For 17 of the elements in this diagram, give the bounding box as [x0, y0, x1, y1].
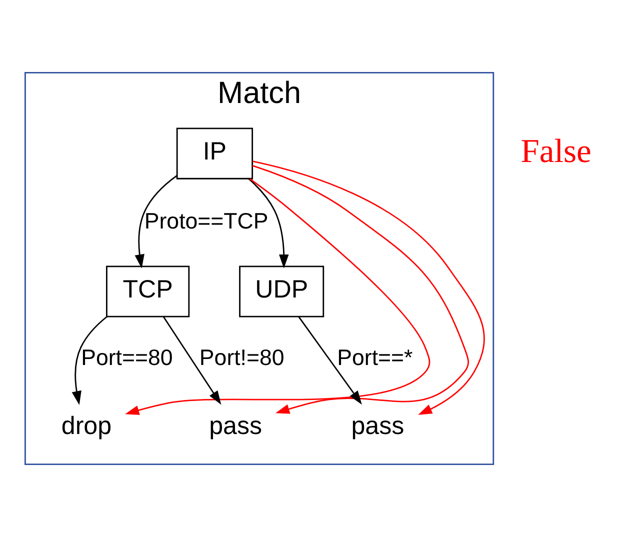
node-box: IP — [176, 127, 254, 179]
node-text: pass — [209, 412, 262, 440]
edge-label: Proto==TCP — [144, 208, 268, 234]
node-box: UDP — [239, 265, 324, 317]
arrow — [162, 316, 222, 404]
arrow — [248, 178, 289, 268]
arrow — [125, 178, 430, 414]
arrow — [72, 316, 108, 404]
label: False — [520, 132, 592, 170]
edge-label: Port==* — [337, 344, 413, 370]
edge-label: Port!=80 — [199, 344, 284, 370]
arrow — [298, 316, 362, 404]
edge-label: Port==80 — [81, 344, 173, 370]
arrow — [134, 174, 178, 268]
node-text: drop — [61, 412, 112, 440]
node-box: TCP — [106, 265, 190, 317]
node-text: pass — [351, 412, 404, 440]
